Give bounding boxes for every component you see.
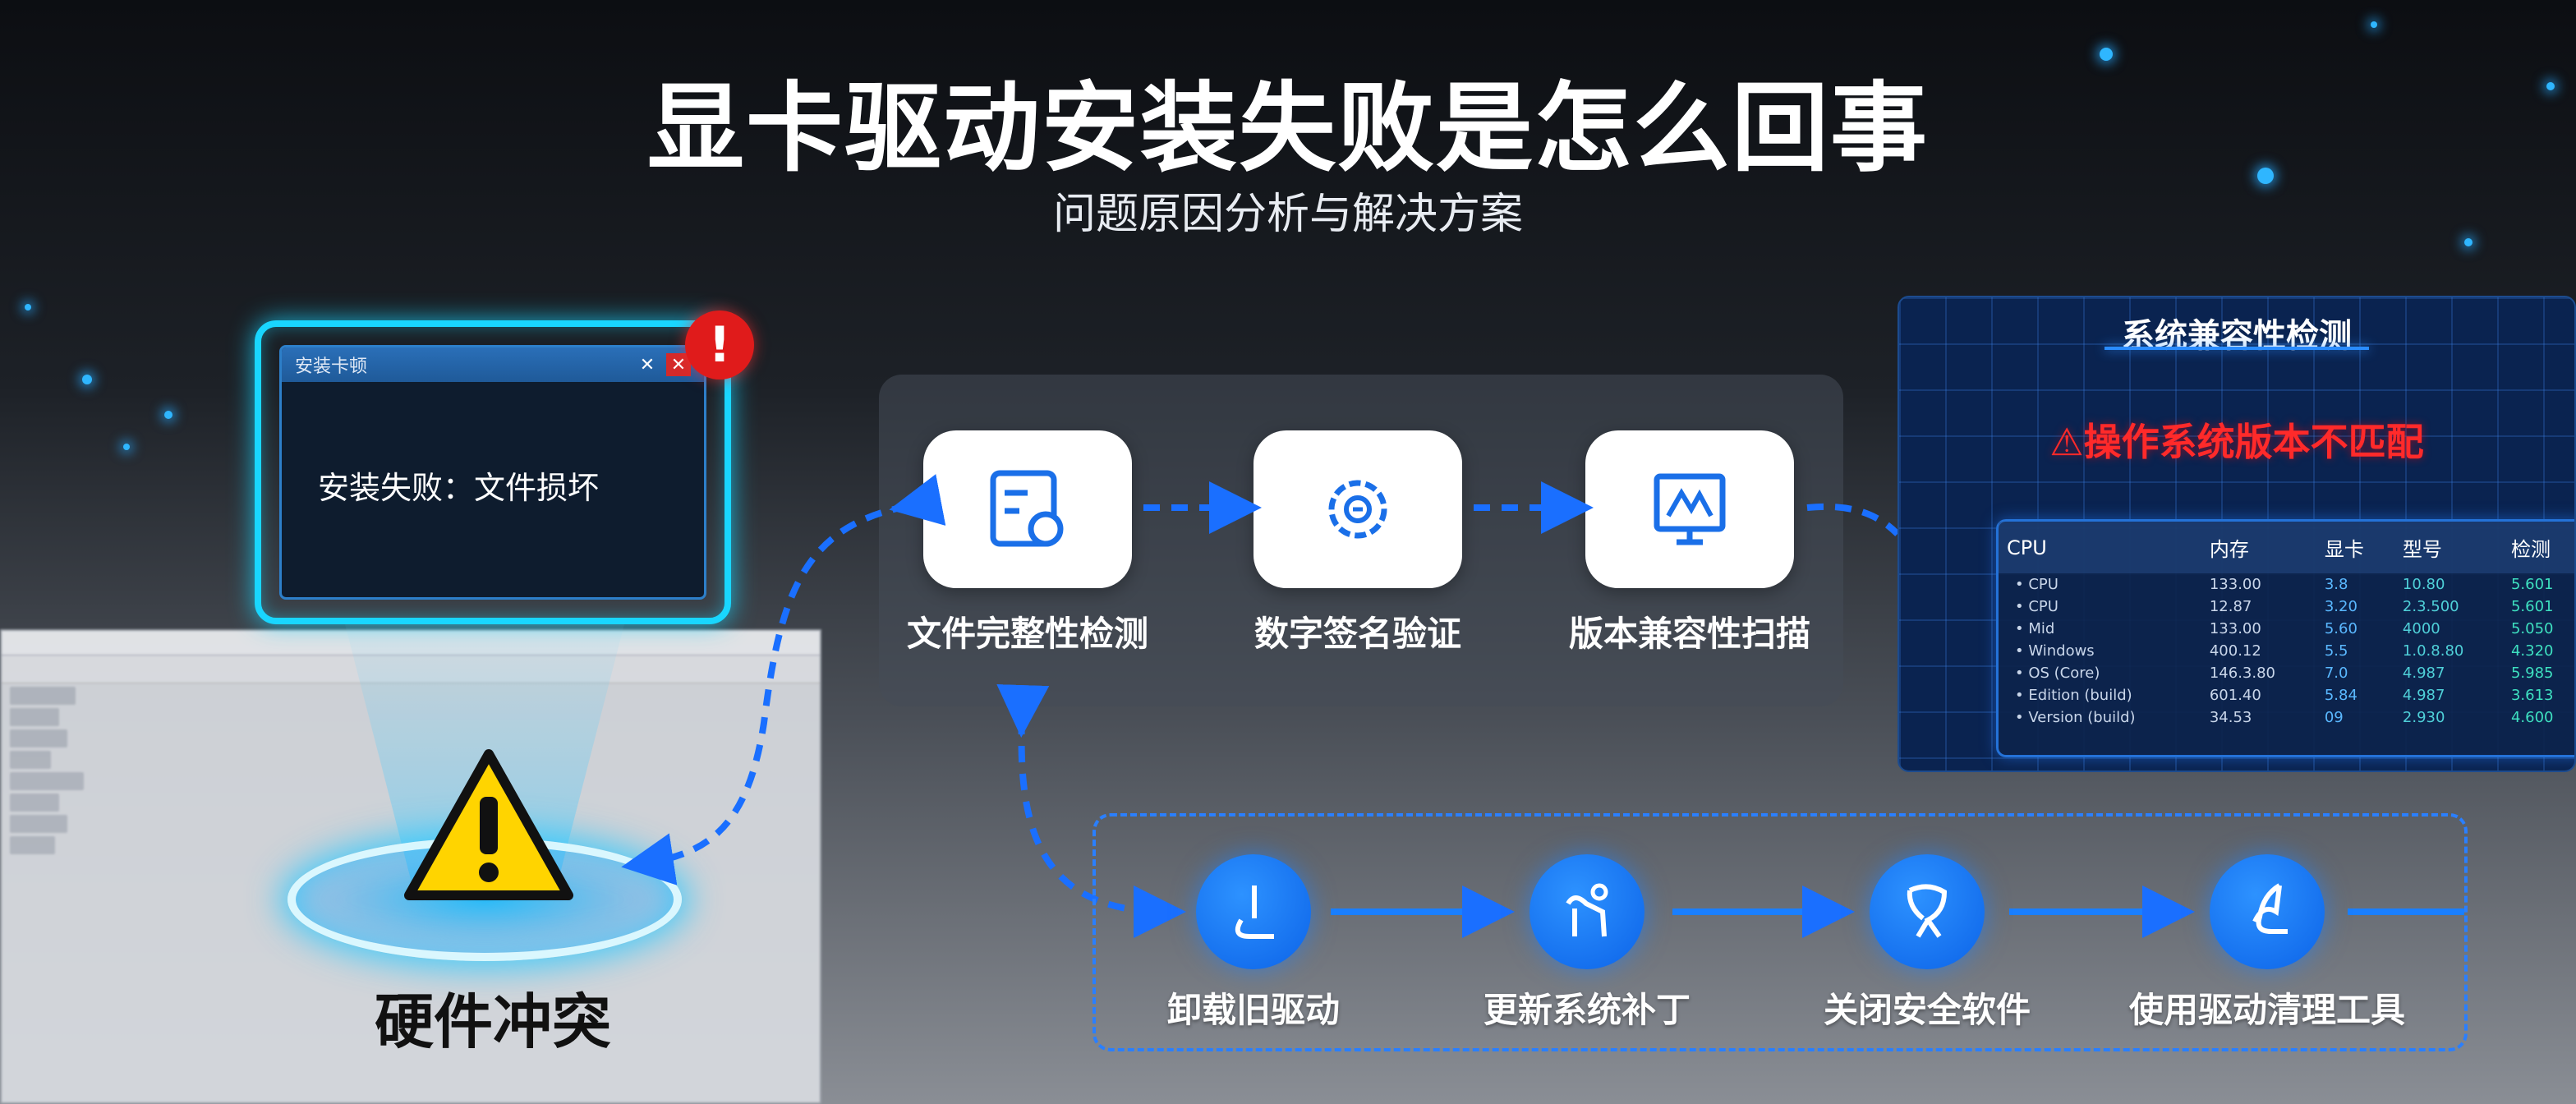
table-row: • Version (build) 34.53 09 2.930 4.600 [1999,706,2574,729]
glow-dot [2100,48,2113,61]
table-cell: 34.53 [2209,709,2252,726]
table-cell: • Version (build) [2015,709,2136,726]
gear-icon [1328,480,1387,539]
table-cell: 601.40 [2209,687,2261,704]
fix-label: 使用驱动清理工具 [2128,990,2405,1030]
glow-dot [82,375,92,384]
glow-dot [2371,21,2377,28]
table-cell: 09 [2324,709,2344,726]
column-header: 型号 [2394,522,2503,573]
error-message: 安装失败：文件损坏 [318,470,600,506]
dialog-title: 安装卡顿 [295,356,368,377]
table-cell: 5.5 [2324,642,2348,660]
table-cell: 10.80 [2402,576,2445,593]
dialog-titlebar: 安装卡顿 ✕ ✕ [282,347,704,382]
table-cell: • CPU [2015,598,2058,615]
minimize-button[interactable]: ✕ [639,354,656,375]
table-cell: 146.3.80 [2209,665,2275,682]
glow-dot [164,411,172,419]
close-button[interactable]: ✕ [666,353,691,376]
table-cell: 1.0.8.80 [2402,642,2464,660]
table-cell: 7.0 [2324,665,2348,682]
fix-step-uninstall [1196,854,1311,969]
alert-hud-frame [255,320,731,624]
glow-dot [2546,82,2555,90]
table-cell: 5.601 [2510,576,2554,593]
document-shield-icon [990,470,1064,547]
check-card-file-integrity [923,430,1132,588]
check-label: 文件完整性检测 [906,614,1148,654]
check-label: 版本兼容性扫描 [1568,614,1810,654]
fix-label: 更新系统补丁 [1483,990,1690,1030]
table-row: • Mid 133.00 5.60 4000 5.050 [1999,618,2574,640]
hardware-conflict-label: 硬件冲突 [374,987,611,1056]
compatibility-panel: 系统兼容性检测 ⚠操作系统版本不匹配 CPU 内存 显卡 型号 检测 • CPU… [1898,296,2576,772]
error-dialog: 安装卡顿 ✕ ✕ 安装失败：文件损坏 [279,345,706,600]
table-cell: • Edition (build) [2015,687,2132,704]
table-row: • CPU 12.87 3.20 2.3.500 5.601 [1999,596,2574,618]
table-cell: • OS (Core) [2015,665,2100,682]
table-cell: 3.613 [2510,687,2554,704]
fix-step-update [1530,854,1644,969]
table-row: • Edition (build) 601.40 5.84 4.987 3.613 [1999,684,2574,706]
table-cell: • CPU [2015,576,2058,593]
shield-off-icon [1907,884,1948,938]
fix-step-disable-security [1870,854,1985,969]
table-row: • Windows 400.12 5.5 1.0.8.80 4.320 [1999,640,2574,662]
table-cell: 4000 [2402,620,2440,637]
solution-flow-box [1092,813,2468,1051]
warning-triangle-icon [404,749,573,900]
page-subtitle: 问题原因分析与解决方案 [1052,190,1523,239]
dashed-link-panel [1806,503,1900,536]
cleaner-tool-icon [2252,883,2288,934]
column-header: 显卡 [2316,522,2394,573]
table-cell: 5.601 [2510,598,2554,615]
glow-dot [2464,238,2472,246]
table-cell: 4.987 [2402,687,2445,704]
page-title: 显卡驱动安装失败是怎么回事 [646,71,1929,185]
table-cell: 133.00 [2209,576,2261,593]
table-cell: 4.600 [2510,709,2554,726]
table-cell: 4.320 [2510,642,2554,660]
column-header: 检测 [2502,522,2574,573]
table-cell: 133.00 [2209,620,2261,637]
table-cell: • Mid [2015,620,2055,637]
fix-label: 关闭安全软件 [1823,990,2031,1030]
title-underline [2104,347,2369,350]
fix-step-cleaner [2210,854,2325,969]
check-card-version [1585,430,1794,588]
table-row: • OS (Core) 146.3.80 7.0 4.987 5.985 [1999,662,2574,684]
os-mismatch-warning: ⚠操作系统版本不匹配 [2049,420,2424,464]
table-cell: 5.60 [2324,620,2358,637]
table-cell: 5.84 [2324,687,2358,704]
table-cell: • Windows [2015,642,2095,660]
alert-badge-icon: ! [685,310,754,380]
column-header: 内存 [2201,522,2316,573]
uninstall-icon [1235,886,1274,939]
check-card-signature [1254,430,1462,588]
table-cell: 3.20 [2324,598,2358,615]
table-cell: 400.12 [2209,642,2261,660]
glow-dot [25,304,31,310]
table-cell: 2.930 [2402,709,2445,726]
table-cell: 2.3.500 [2402,598,2459,615]
update-icon [1566,883,1608,937]
column-header: CPU [1999,522,2201,573]
check-label: 数字签名验证 [1254,614,1461,654]
glow-dot [123,444,130,450]
monitor-chart-icon [1654,473,1726,545]
glow-dot [2257,168,2274,184]
table-cell: 12.87 [2209,598,2252,615]
table-cell: 5.050 [2510,620,2554,637]
table-cell: 4.987 [2402,665,2445,682]
dashed-link-hardware [621,474,946,886]
table-row: • CPU 133.00 3.8 10.80 5.601 [1999,573,2574,596]
table-cell: 3.8 [2324,576,2348,593]
table-cell: 5.985 [2510,665,2554,682]
dashed-link-fixes [996,684,1186,938]
fix-label: 卸载旧驱动 [1166,990,1340,1030]
